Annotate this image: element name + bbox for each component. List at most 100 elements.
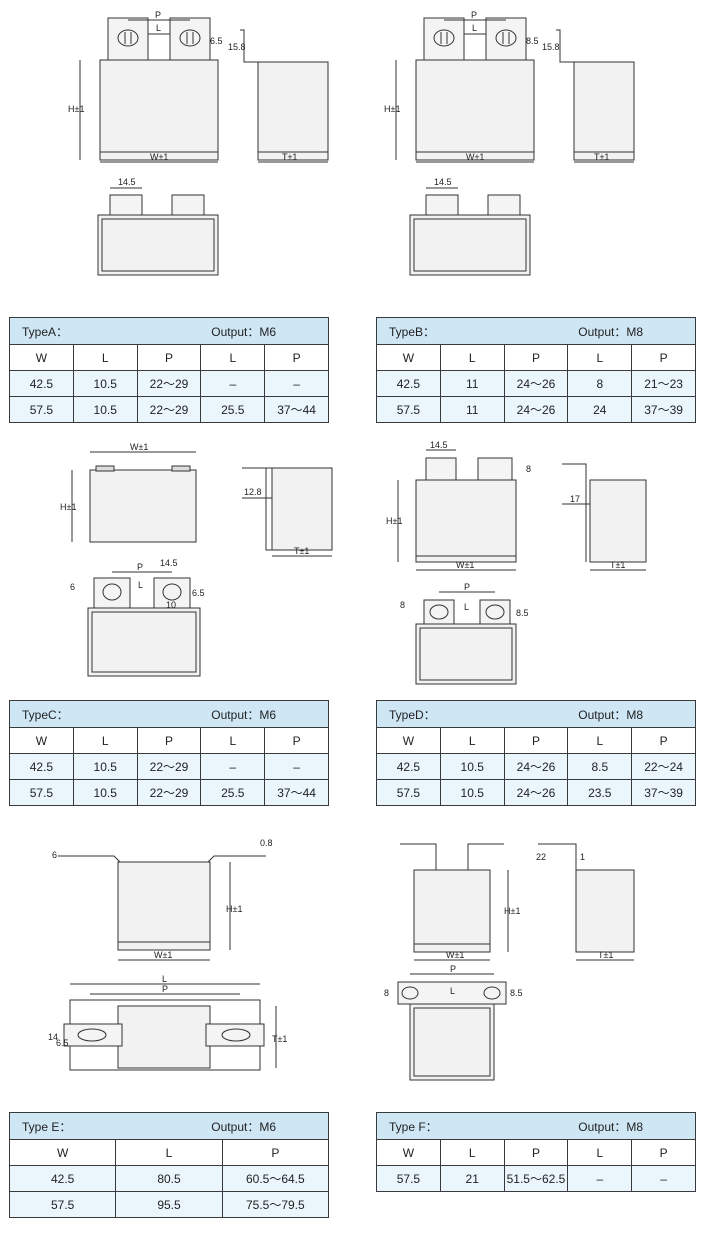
dim-12-8: 12.8 bbox=[244, 487, 262, 497]
dim-l: L bbox=[464, 602, 469, 612]
dim-22: 22 bbox=[536, 852, 546, 862]
header-cell: L bbox=[439, 1139, 505, 1166]
dim-l: L bbox=[450, 986, 455, 996]
dim-14-5: 14.5 bbox=[430, 440, 448, 450]
output-label: Output：M6 bbox=[211, 707, 276, 722]
dim-6: 6 bbox=[70, 582, 75, 592]
dim-t: T±1 bbox=[610, 560, 625, 570]
type-b-drawing: P L 8.5 H±1 W±1 15.8 T±1 14.5 bbox=[376, 10, 656, 280]
header-cell: L bbox=[439, 727, 505, 754]
type-label: TypeD： bbox=[389, 707, 436, 722]
type-label: TypeC： bbox=[22, 707, 69, 722]
header-cell: P bbox=[264, 727, 329, 754]
table-row: 42.5 10.5 24～26 8.5 22～24 bbox=[376, 753, 696, 780]
type-f-spec-table: Type F： Output：M8 W L P L P 57.5 21 51.5… bbox=[376, 1112, 696, 1192]
dim-8: 8 bbox=[526, 464, 531, 474]
dim-15-8: 15.8 bbox=[228, 42, 246, 52]
dim-h: H±1 bbox=[226, 904, 242, 914]
dim-1: 1 bbox=[580, 852, 585, 862]
type-d-spec-table: TypeD： Output：M8 W L P L P 42.5 10.5 24～… bbox=[376, 700, 696, 806]
type-a-spec-table: TypeA： Output：M6 W L P L P 42.5 10.5 22～… bbox=[9, 317, 329, 423]
dim-p: P bbox=[137, 562, 143, 572]
table-row: 42.5 10.5 22～29 – – bbox=[9, 753, 329, 780]
header-cell: L bbox=[567, 727, 633, 754]
header-cell: W bbox=[376, 1139, 441, 1166]
table-row: 42.5 10.5 22～29 – – bbox=[9, 370, 329, 397]
type-e-drawing: 6 0.8 H±1 W±1 L P 14 6.5 T±1 bbox=[30, 828, 320, 1088]
dim-10: 10 bbox=[166, 600, 176, 610]
dim-p: P bbox=[155, 10, 161, 20]
header-cell: P bbox=[631, 344, 696, 371]
dim-p: P bbox=[471, 10, 477, 20]
output-label: Output：M6 bbox=[211, 324, 276, 339]
dim-t: T±1 bbox=[598, 950, 613, 960]
header-cell: P bbox=[503, 727, 569, 754]
type-b-spec-table: TypeB： Output：M8 W L P L P 42.5 11 24～26… bbox=[376, 317, 696, 423]
dim-p: P bbox=[162, 984, 168, 994]
dim-14: 14 bbox=[48, 1032, 58, 1042]
type-c-drawing: W±1 H±1 12.8 T±1 6 P 14.5 L 10 6.5 bbox=[60, 440, 350, 690]
dim-h: H±1 bbox=[68, 104, 84, 114]
header-cell: P bbox=[503, 1139, 569, 1166]
dim-h: H±1 bbox=[384, 104, 400, 114]
dim-6-5: 6.5 bbox=[210, 36, 223, 46]
header-cell: P bbox=[136, 344, 202, 371]
type-label: Type E： bbox=[22, 1119, 72, 1134]
dim-14-5: 14.5 bbox=[434, 177, 452, 187]
type-a-drawing: P L 6.5 H±1 W±1 15.8 T±1 14.5 bbox=[60, 10, 340, 280]
header-cell: W bbox=[376, 344, 441, 371]
type-label: Type F： bbox=[389, 1119, 438, 1134]
dim-6: 6 bbox=[52, 850, 57, 860]
type-label: TypeA： bbox=[22, 324, 69, 339]
type-f-drawing: H±1 W±1 22 1 T±1 P 8 L 8.5 bbox=[380, 830, 670, 1090]
dim-8-5: 8.5 bbox=[526, 36, 539, 46]
header-cell: P bbox=[631, 727, 696, 754]
header-cell: W bbox=[8, 1139, 117, 1166]
type-d-drawing: 14.5 8 H±1 W±1 17 T±1 P L 8 8.5 bbox=[376, 440, 676, 690]
dim-t: T±1 bbox=[294, 546, 309, 556]
header-cell: W bbox=[9, 344, 74, 371]
type-e-spec-table: Type E： Output：M6 W L P 42.5 80.5 60.5～6… bbox=[8, 1112, 330, 1218]
dim-8-side: 8 bbox=[400, 600, 405, 610]
dim-w: W±1 bbox=[154, 950, 172, 960]
dim-p: P bbox=[464, 582, 470, 592]
header-cell: L bbox=[567, 344, 633, 371]
dim-8-5: 8.5 bbox=[510, 988, 523, 998]
output-label: Output：M6 bbox=[211, 1119, 276, 1134]
dim-t: T±1 bbox=[594, 152, 609, 162]
header-cell: P bbox=[136, 727, 202, 754]
header-cell: L bbox=[439, 344, 505, 371]
dim-w: W±1 bbox=[446, 950, 464, 960]
table-row: 57.5 10.5 22～29 25.5 37～44 bbox=[9, 396, 329, 423]
dim-l: L bbox=[472, 23, 477, 33]
dim-p: P bbox=[450, 964, 456, 974]
table-row: 57.5 10.5 22～29 25.5 37～44 bbox=[9, 779, 329, 806]
dim-w: W±1 bbox=[466, 152, 484, 162]
output-label: Output：M8 bbox=[578, 1119, 643, 1134]
type-c-spec-table: TypeC： Output：M6 W L P L P 42.5 10.5 22～… bbox=[9, 700, 329, 806]
type-label: TypeB： bbox=[389, 324, 436, 339]
dim-0-8: 0.8 bbox=[260, 838, 273, 848]
header-cell: P bbox=[631, 1139, 696, 1166]
output-label: Output：M8 bbox=[578, 324, 643, 339]
header-cell: L bbox=[72, 344, 138, 371]
header-cell: L bbox=[72, 727, 138, 754]
header-cell: P bbox=[503, 344, 569, 371]
header-cell: P bbox=[221, 1139, 330, 1166]
dim-8-5: 8.5 bbox=[516, 608, 529, 618]
dim-14-5: 14.5 bbox=[160, 558, 178, 568]
table-row: 42.5 11 24～26 8 21～23 bbox=[376, 370, 696, 397]
header-cell: L bbox=[115, 1139, 223, 1166]
dim-w: W±1 bbox=[456, 560, 474, 570]
dim-14-5: 14.5 bbox=[118, 177, 136, 187]
dim-15-8: 15.8 bbox=[542, 42, 560, 52]
dim-l: L bbox=[162, 974, 167, 984]
header-cell: L bbox=[567, 1139, 633, 1166]
dim-8: 8 bbox=[384, 988, 389, 998]
header-cell: P bbox=[264, 344, 329, 371]
header-cell: W bbox=[9, 727, 74, 754]
output-label: Output：M8 bbox=[578, 707, 643, 722]
dim-6-5: 6.5 bbox=[192, 588, 205, 598]
dim-w: W±1 bbox=[130, 442, 148, 452]
header-cell: W bbox=[376, 727, 441, 754]
